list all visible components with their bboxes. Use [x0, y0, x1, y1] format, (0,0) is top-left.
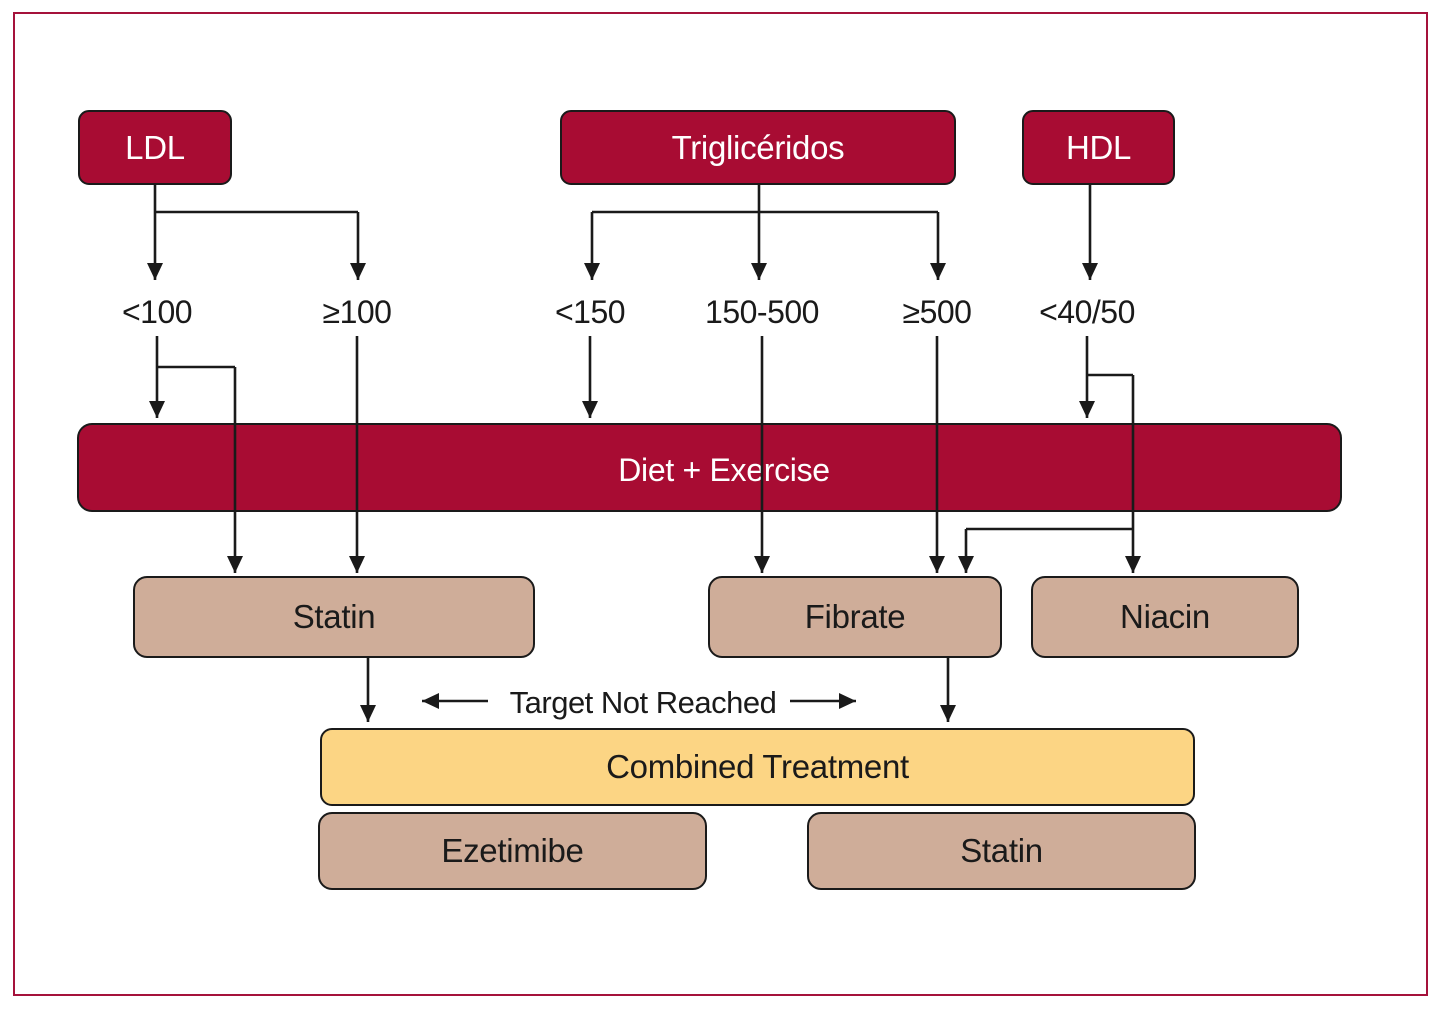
node-combined-treatment: Combined Treatment — [320, 728, 1195, 806]
threshold-tg-mid: 150-500 — [705, 294, 819, 330]
node-fibrate-label: Fibrate — [804, 598, 906, 635]
node-combined-treatment-label: Combined Treatment — [606, 748, 909, 785]
node-ldl: LDL — [78, 110, 232, 185]
node-ldl-label: LDL — [125, 128, 185, 166]
node-combined-statin-label: Statin — [960, 832, 1043, 869]
figure-border — [13, 12, 1428, 996]
node-hdl: HDL — [1022, 110, 1175, 185]
node-niacin-label: Niacin — [1120, 598, 1210, 635]
threshold-ldl-high: ≥100 — [322, 294, 392, 330]
node-triglycerides: Triglicéridos — [560, 110, 956, 185]
node-diet-exercise-label: Diet + Exercise — [618, 452, 830, 488]
node-combined-statin: Statin — [807, 812, 1196, 890]
threshold-ldl-low: <100 — [121, 294, 193, 330]
node-statin: Statin — [133, 576, 535, 658]
node-niacin: Niacin — [1031, 576, 1299, 658]
node-ezetimibe-label: Ezetimibe — [441, 832, 584, 869]
threshold-hdl-low: <40/50 — [1039, 294, 1135, 330]
node-hdl-label: HDL — [1065, 128, 1132, 166]
node-statin-label: Statin — [292, 598, 376, 635]
node-ezetimibe: Ezetimibe — [318, 812, 707, 890]
target-not-reached-label: Target Not Reached — [509, 685, 777, 720]
node-fibrate: Fibrate — [708, 576, 1002, 658]
threshold-tg-low: <150 — [554, 294, 626, 330]
threshold-tg-high: ≥500 — [902, 294, 972, 330]
node-diet-exercise: Diet + Exercise — [77, 423, 1342, 512]
node-triglycerides-label: Triglicéridos — [671, 128, 845, 166]
